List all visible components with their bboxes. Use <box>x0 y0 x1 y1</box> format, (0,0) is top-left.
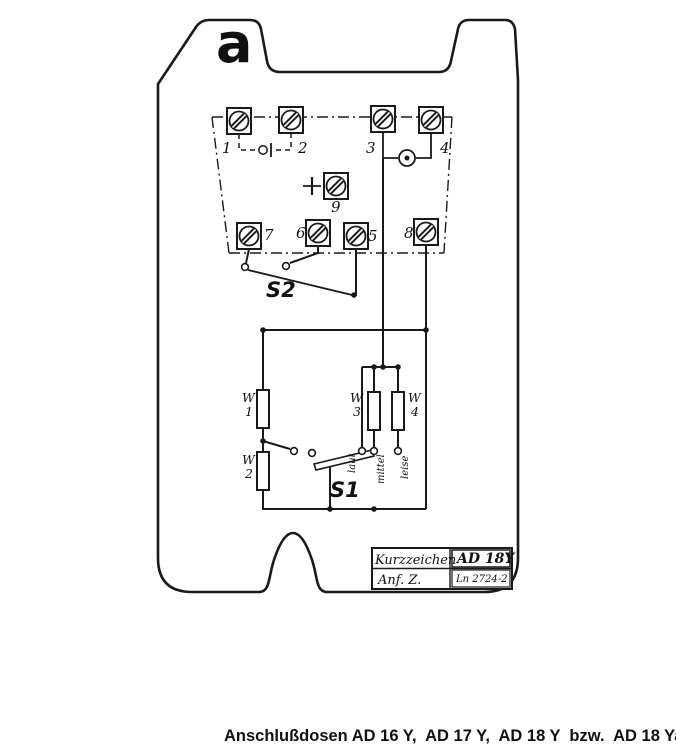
terminal-1-label: 1 <box>222 139 232 157</box>
panel-letter: a <box>216 12 252 75</box>
lamp-link <box>382 133 432 167</box>
winding-labels: W 1 W 2 W 3 W 4 <box>242 390 422 481</box>
switch-s1-label: S1 <box>330 478 360 502</box>
winding-w1-box <box>256 389 270 429</box>
title-block-anfz-label: Anf. Z. <box>377 573 421 588</box>
terminal-block-boundary-dashdot <box>211 116 453 254</box>
winding-w3-number: 3 <box>353 404 361 419</box>
volume-medium-label: mittel <box>376 454 387 484</box>
capacitor-symbol <box>258 145 268 155</box>
connection-wires <box>245 158 427 510</box>
switch-s2-label: S2 <box>266 278 296 302</box>
title-block: Kurzzeichen Anf. Z. AD 18Y Ln 2724-2 <box>371 547 516 590</box>
terminal-screw-4 <box>419 107 443 133</box>
terminal-screw-6 <box>306 220 330 246</box>
winding-w2-box <box>256 451 270 491</box>
switch-s1-blade <box>312 449 376 471</box>
winding-w4-letter: W <box>408 390 422 405</box>
terminal-4-label: 4 <box>439 139 450 157</box>
terminal-screw-9 <box>324 173 348 199</box>
ground-symbol <box>303 177 321 195</box>
terminal-2-label: 2 <box>297 139 308 157</box>
winding-w4-box <box>391 391 405 431</box>
title-block-type-code: AD 18Y <box>455 551 516 567</box>
terminal-screw-5 <box>344 223 368 249</box>
terminal-numbers: 1 2 3 4 9 7 6 5 8 <box>222 139 450 245</box>
terminal-screw-2 <box>279 107 303 133</box>
terminal-9-label: 9 <box>331 198 341 216</box>
title-block-kurzzeichen-label: Kurzzeichen <box>374 553 456 568</box>
figure-caption: Anschlußdosen AD 16 Y, AD 17 Y, AD 18 Y … <box>224 727 676 745</box>
terminal-6-label: 6 <box>296 224 306 242</box>
winding-w1-letter: W <box>242 390 256 405</box>
volume-loud-label: laut <box>347 452 358 473</box>
junction-dots <box>260 292 429 512</box>
terminal-screw-1 <box>227 108 251 134</box>
capacitor-link-dashed <box>238 134 292 157</box>
terminal-5-label: 5 <box>368 227 378 245</box>
title-block-drawing-number: Ln 2724-2 <box>455 574 507 585</box>
winding-w1-number: 1 <box>245 404 253 419</box>
switch-s2-blade <box>247 269 353 296</box>
winding-w3-box <box>367 391 381 431</box>
volume-setting-labels: laut mittel leise <box>347 452 411 484</box>
winding-w4-number: 4 <box>410 404 419 419</box>
terminal-7-label: 7 <box>264 226 274 244</box>
winding-w2-number: 2 <box>244 466 253 481</box>
winding-w2-letter: W <box>242 452 256 467</box>
terminal-screw-3 <box>371 106 395 132</box>
terminal-8-label: 8 <box>404 224 414 242</box>
junction-box-outline <box>156 18 520 594</box>
terminal-screw-7 <box>237 223 261 249</box>
volume-quiet-label: leise <box>400 456 411 479</box>
terminal-3-label: 3 <box>366 139 376 157</box>
winding-w3-letter: W <box>350 390 364 405</box>
winding-resistors <box>256 389 405 491</box>
terminal-screw-8 <box>414 219 438 245</box>
switch-contacts <box>240 261 403 458</box>
